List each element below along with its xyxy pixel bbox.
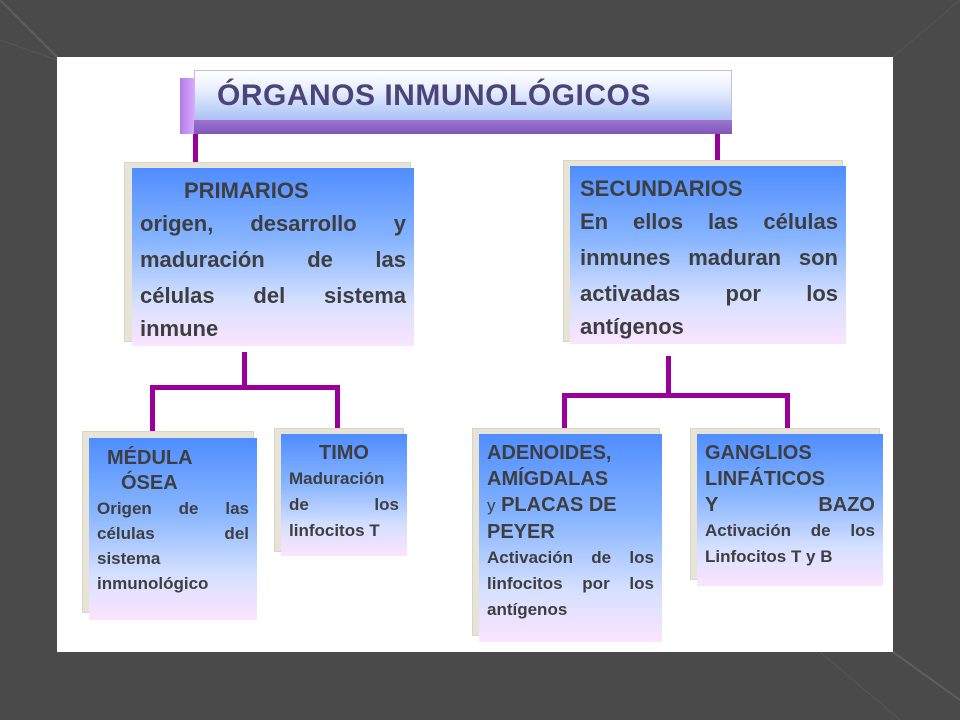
medula-line-1: Origen de las (97, 499, 249, 518)
adenoides-heading-line-3: y PLACAS DE (487, 492, 654, 519)
title-3d-bottom (194, 118, 732, 134)
connector-title-right (715, 130, 720, 166)
title-block: ÓRGANOS INMUNOLÓGICOS (180, 70, 732, 134)
adenoides-connector-word: y (487, 496, 496, 515)
adenoides-line-1: Activación de los (487, 548, 654, 567)
primarios-heading: PRIMARIOS (184, 178, 309, 203)
ganglios-heading-bazo: BAZO (818, 494, 875, 516)
medula-line-2: células del (97, 524, 249, 543)
primarios-line-1: origen, desarrollo y (140, 211, 406, 236)
medula-line-3: sistema (97, 549, 161, 568)
secundarios-line-4: antígenos (580, 314, 684, 339)
adenoides-heading-line-2: AMÍGDALAS (487, 468, 609, 490)
connector-primarios-down (242, 352, 247, 388)
primarios-line-2: maduración de las (140, 247, 406, 272)
medula-box: MÉDULA ÓSEA Origen de las células del si… (89, 438, 257, 620)
connector-adenoides (562, 393, 567, 439)
connector-medula (150, 385, 155, 440)
ganglios-box: GANGLIOS LINFÁTICOS Y BAZO Activación de… (697, 434, 883, 586)
timo-line-1: Maduración (289, 469, 385, 488)
adenoides-heading-line-4: PEYER (487, 521, 555, 543)
medula-line-4: inmunológico (97, 574, 209, 593)
ganglios-line-1: Activación de los (705, 521, 875, 540)
connector-title-left (193, 118, 198, 170)
medula-heading-line-2: ÓSEA (121, 472, 178, 494)
title-face: ÓRGANOS INMUNOLÓGICOS (194, 70, 732, 120)
connector-primarios-bar (150, 385, 340, 390)
medula-heading-line-1: MÉDULA (107, 447, 193, 469)
timo-line-2: de los (289, 495, 399, 514)
secundarios-line-3: activadas por los (580, 281, 838, 306)
connector-ganglios (785, 393, 790, 439)
connector-secundarios-down (666, 356, 671, 396)
secundarios-line-1: En ellos las células (580, 209, 838, 234)
timo-box: TIMO Maduración de los linfocitos T (281, 434, 407, 556)
ganglios-heading-y: Y (705, 494, 719, 516)
timo-heading: TIMO (319, 442, 369, 464)
ganglios-heading-line-1: GANGLIOS (705, 442, 812, 464)
adenoides-line-3: antígenos (487, 600, 568, 619)
primarios-line-3: células del sistema (140, 283, 406, 308)
primarios-line-4: inmune (140, 316, 219, 341)
ganglios-heading-line-2: LINFÁTICOS (705, 468, 825, 490)
primarios-box: PRIMARIOS origen, desarrollo y maduració… (132, 168, 414, 346)
ganglios-heading-line-3: Y BAZO (705, 492, 875, 518)
adenoides-heading-cont: PLACAS DE (501, 494, 617, 516)
ganglios-line-2: Linfocitos T y B (705, 547, 833, 566)
secundarios-box: SECUNDARIOS En ellos las células inmunes… (570, 166, 846, 344)
adenoides-box: ADENOIDES, AMÍGDALAS y PLACAS DE PEYER A… (479, 434, 662, 642)
connector-timo (335, 385, 340, 435)
adenoides-line-2: linfocitos por los (487, 574, 654, 593)
timo-line-3: linfocitos T (289, 521, 380, 540)
title-3d-side (180, 78, 194, 134)
secundarios-heading: SECUNDARIOS (580, 176, 743, 201)
connector-secundarios-bar (562, 393, 790, 398)
adenoides-heading-line-1: ADENOIDES, (487, 442, 612, 464)
secundarios-line-2: inmunes maduran son (580, 245, 838, 270)
diagram-title: ÓRGANOS INMUNOLÓGICOS (217, 79, 651, 112)
